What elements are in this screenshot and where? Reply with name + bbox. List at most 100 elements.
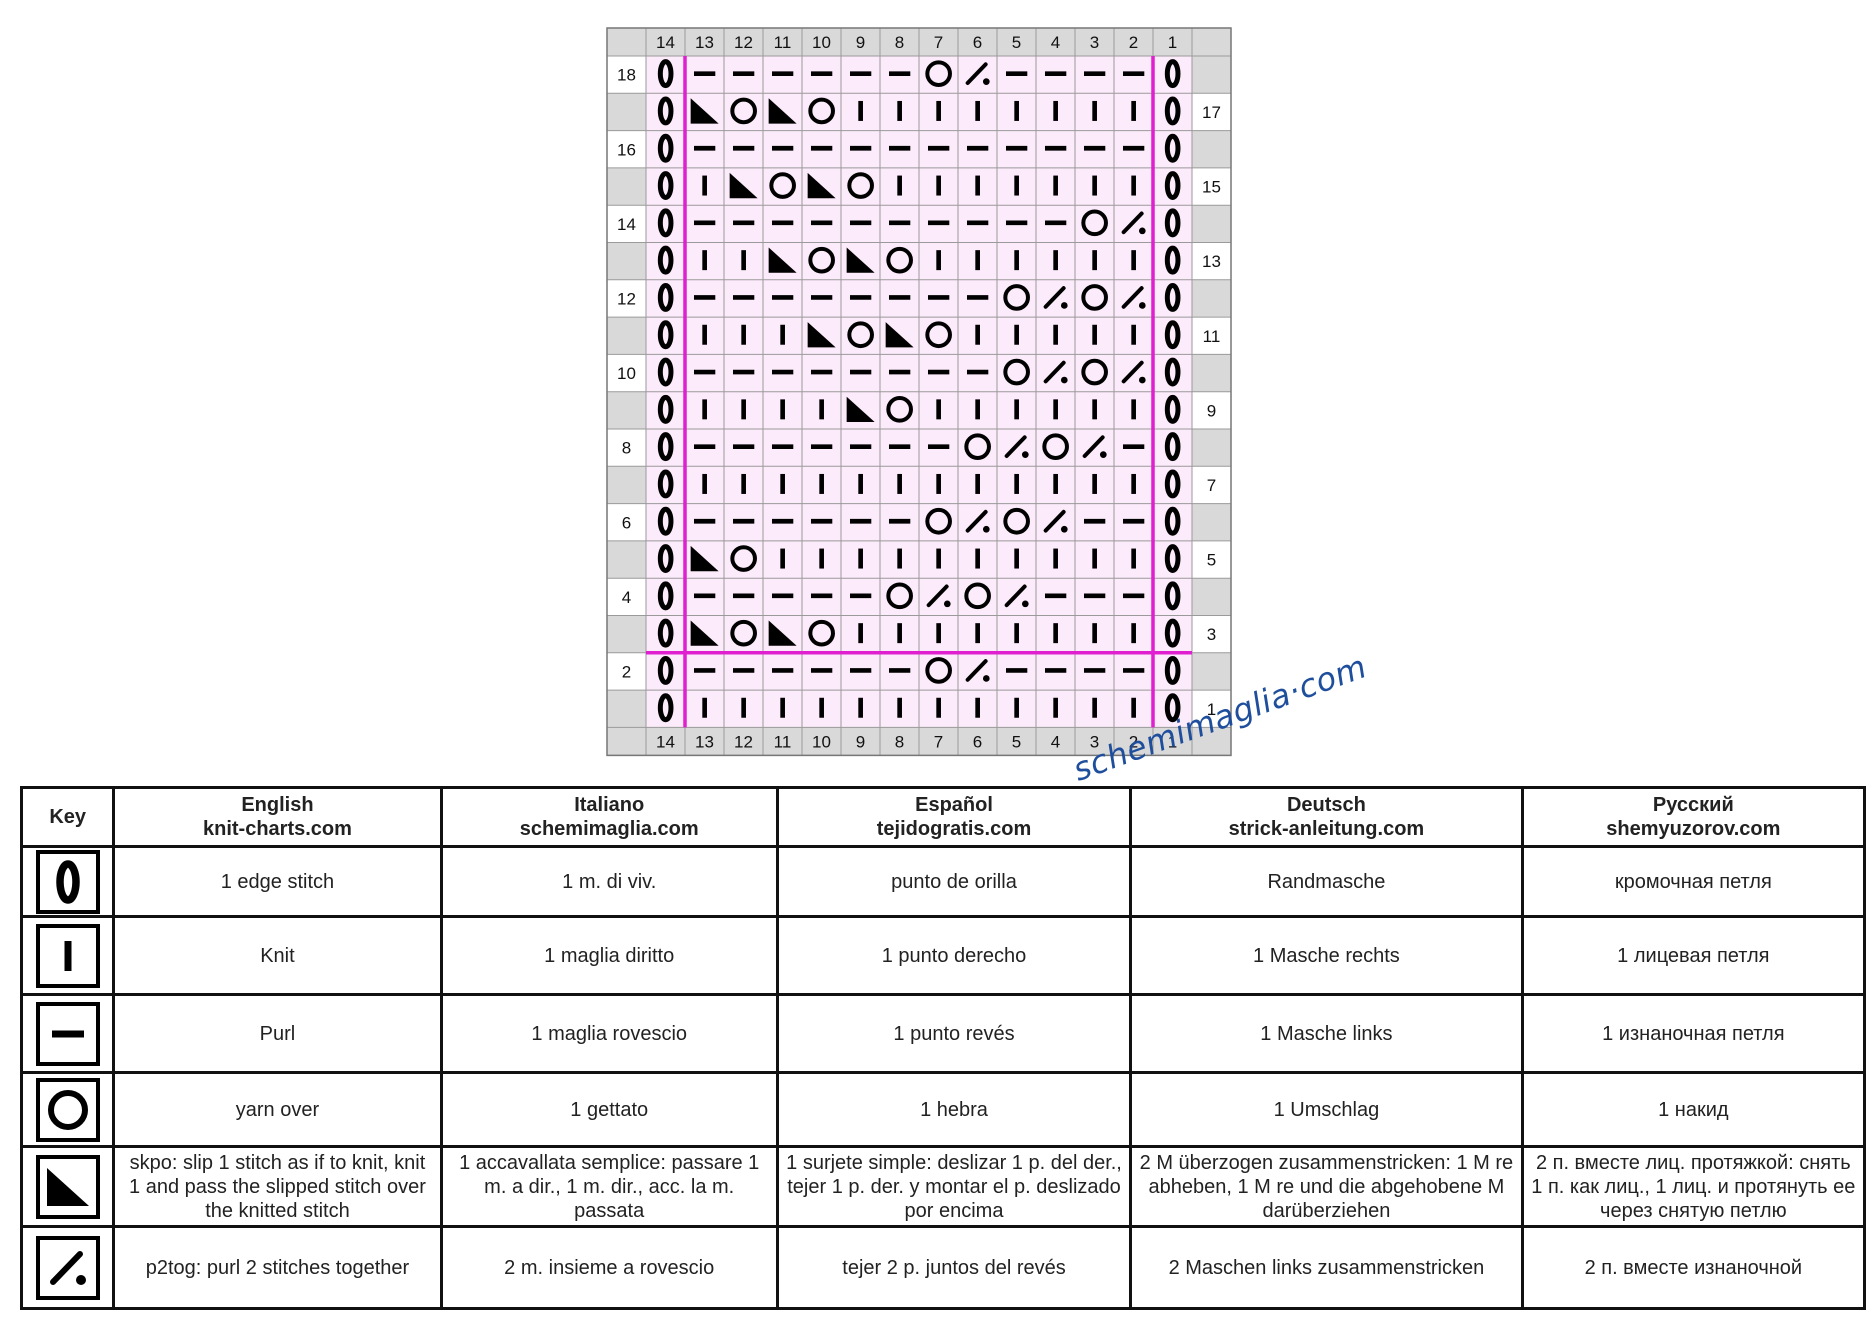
skpo-icon — [768, 247, 797, 273]
key-symbol-cell — [19, 1071, 116, 1148]
yarn-over-icon — [1081, 284, 1108, 311]
edge-stitch-icon — [1164, 96, 1181, 126]
row-number: 2 — [622, 662, 631, 681]
yarn-over-icon — [964, 433, 991, 460]
skpo-icon — [885, 322, 914, 348]
header-language: Русский — [1652, 794, 1734, 816]
row-number: 5 — [1207, 551, 1216, 570]
edge-stitch-icon — [657, 171, 674, 201]
edge-stitch-icon — [1164, 581, 1181, 611]
header-site: tejidogratis.com — [876, 818, 1032, 840]
column-number-bottom: 12 — [734, 732, 753, 751]
yarn-over-icon — [886, 246, 913, 274]
column-number-top: 1 — [1168, 33, 1177, 52]
row-number: 16 — [617, 140, 636, 159]
header-site: shemyuzorov.com — [1606, 818, 1781, 840]
chart-grid: 1414131312121111101099887766554433221118… — [606, 27, 1232, 757]
yarn-over-icon — [925, 657, 952, 684]
column-number-top: 13 — [695, 33, 714, 52]
row-number: 7 — [1207, 476, 1216, 495]
key-text-de: 1 Umschlag — [1129, 1071, 1524, 1148]
header-language: English — [241, 794, 314, 816]
key-symbol-cell — [19, 993, 116, 1074]
key-text-ru: кромочная петля — [1520, 845, 1867, 918]
skpo-icon — [846, 247, 875, 273]
column-number-top: 8 — [895, 33, 904, 52]
key-text-ru: 2 п. вместе лиц. протяжкой: снять 1 п. к… — [1520, 1145, 1867, 1228]
key-text-ru: 1 накид — [1520, 1071, 1867, 1148]
key-text-de: 1 Masche rechts — [1129, 915, 1524, 996]
edge-stitch-icon — [657, 432, 674, 462]
edge-stitch-icon — [1164, 133, 1181, 163]
p2tog-icon — [965, 509, 990, 533]
skpo-icon — [690, 620, 719, 646]
edge-stitch-icon — [657, 320, 674, 350]
yarn-over-icon — [808, 97, 835, 125]
skpo-icon — [729, 172, 758, 199]
p2tog-icon — [965, 659, 990, 682]
p2tog-icon — [1043, 509, 1068, 533]
skpo-icon — [35, 1154, 100, 1219]
edge-stitch-icon — [657, 59, 674, 89]
column-number-bottom: 10 — [812, 732, 831, 751]
edge-stitch-icon — [1164, 245, 1181, 275]
row-number: 18 — [617, 66, 636, 85]
column-number-top: 14 — [656, 33, 675, 52]
column-number-top: 6 — [973, 33, 982, 52]
row-number: 4 — [622, 588, 631, 607]
p2tog-icon — [1043, 286, 1068, 309]
key-text-en: skpo: slip 1 stitch as if to knit, knit … — [112, 1145, 443, 1228]
p2tog-icon — [1082, 435, 1107, 458]
yarn-over-icon — [730, 97, 757, 125]
row-number: 14 — [617, 215, 636, 234]
p2tog-icon — [1121, 286, 1146, 309]
header-site: knit-charts.com — [202, 818, 352, 840]
column-number-top: 3 — [1090, 33, 1099, 52]
key-text-es: 1 hebra — [775, 1071, 1133, 1148]
key-symbol-cell — [19, 1225, 116, 1310]
yarn-over-icon — [847, 172, 874, 199]
column-number-bottom: 7 — [934, 732, 943, 751]
key-text-en: p2tog: purl 2 stitches together — [112, 1225, 443, 1310]
row-number: 9 — [1207, 401, 1216, 420]
edge-stitch-icon — [657, 245, 674, 275]
yarn-over-icon — [730, 545, 757, 572]
column-number-bottom: 8 — [895, 732, 904, 751]
column-number-bottom: 3 — [1090, 732, 1099, 751]
column-number-top: 11 — [774, 33, 792, 52]
edge-stitch-icon — [1164, 208, 1181, 238]
header-language: Key — [49, 806, 87, 828]
row-number: 1 — [1207, 700, 1216, 719]
yarn-over-icon — [925, 60, 952, 87]
column-number-top: 7 — [934, 33, 943, 52]
edge-stitch-icon — [657, 581, 674, 611]
key-text-de: 2 M überzogen zusammenstricken: 1 M re a… — [1129, 1145, 1524, 1228]
repeat-outline — [646, 56, 1192, 728]
yarn-over-icon — [886, 582, 913, 610]
edge-stitch-icon — [657, 544, 674, 574]
edge-stitch-icon — [35, 849, 100, 914]
yarn-over-icon — [1042, 433, 1069, 460]
skpo-icon — [846, 396, 875, 423]
row-number: 8 — [622, 439, 631, 458]
edge-stitch-icon — [1164, 357, 1181, 387]
edge-stitch-icon — [1164, 506, 1181, 536]
key-text-de: 2 Maschen links zusammenstricken — [1129, 1225, 1524, 1310]
key-text-it: 1 gettato — [439, 1071, 779, 1148]
edge-stitch-icon — [657, 618, 674, 648]
skpo-icon — [807, 322, 836, 348]
row-number: 6 — [622, 513, 631, 532]
key-symbol-cell — [19, 845, 116, 918]
edge-stitch-icon — [1164, 320, 1181, 350]
column-number-bottom: 9 — [856, 732, 865, 751]
column-number-top: 4 — [1051, 33, 1060, 52]
